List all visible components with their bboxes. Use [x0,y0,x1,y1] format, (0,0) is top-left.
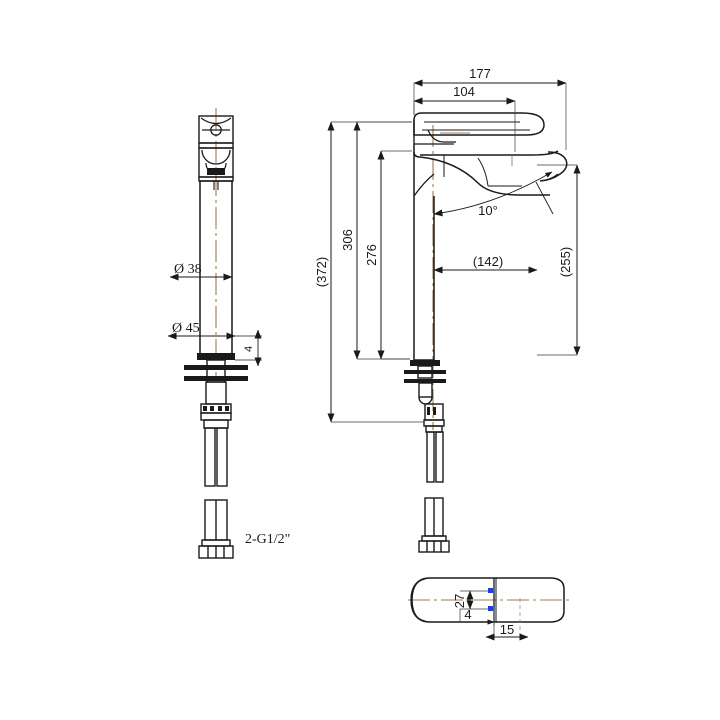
dim-height306-label: 306 [340,229,355,251]
front-base-mounting [184,353,248,429]
dim-plan27-label: 27 [452,594,467,608]
plan-marker-bottom [488,606,493,611]
side-view-group: 177 104 (372) 306 276 [314,66,581,553]
dim-plan4-label: 4 [464,607,471,622]
front-riser-column [199,180,233,353]
dim-reach142-label: (142) [473,254,503,269]
side-lever-handle [413,112,545,145]
dim-plan15: 15 [485,598,529,641]
note-thread-label: 2-G1/2" [245,532,290,547]
dim-plan27: 27 [452,588,494,611]
dim-height306: 306 [340,121,412,360]
dim-dia38: Ø 38 [169,262,233,281]
dim-thickness4: 4 [235,329,262,367]
dim-thickness4-label: 4 [243,346,255,352]
dim-height372: (372) [314,121,424,423]
front-supply-pipes [204,427,228,487]
side-supply-pipes [426,431,444,483]
dim-angle10: 10° [433,171,554,218]
plan-handle-outline [410,577,565,623]
side-spout-body [413,144,568,196]
dim-angle10-label: 10° [478,203,498,218]
dim-width104: 104 [413,84,516,152]
dim-width177: 177 [413,66,567,150]
dim-height276-label: 276 [364,244,379,266]
side-base-mounting [404,360,446,433]
dim-dia45: Ø 45 [167,321,236,340]
front-view-group: Ø 38 Ø 45 4 2-G1/2" [167,108,290,559]
dim-height255-label: (255) [558,247,573,277]
dim-width104-label: 104 [453,84,475,99]
dim-height372-label: (372) [314,257,329,287]
dim-height255: (255) [537,164,581,356]
dim-dia38-label: Ø 38 [174,262,202,277]
dim-reach142: (142) [433,254,538,274]
plan-view-group: 27 4 15 [408,577,572,641]
front-handle-assembly [198,115,234,182]
dim-width177-label: 177 [469,66,491,81]
dim-dia45-label: Ø 45 [172,321,200,336]
plan-marker-top [488,588,493,593]
dim-height276: 276 [364,150,412,360]
side-thread-connector [418,497,450,553]
front-thread-connector [198,499,234,559]
dim-plan15-label: 15 [500,622,514,637]
side-riser-column [413,152,435,361]
